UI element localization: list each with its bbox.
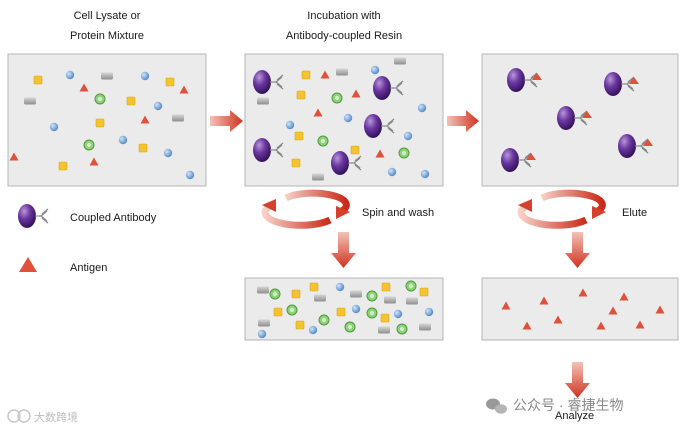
spin-wash-swirl bbox=[261, 189, 350, 229]
label-incubation-line2: Antibody-coupled Resin bbox=[285, 30, 403, 42]
arrow-down-wash bbox=[331, 232, 356, 268]
watermark-left: 大数跨境 bbox=[34, 412, 78, 424]
panel-incubation bbox=[244, 53, 444, 187]
label-elute: Elute bbox=[622, 207, 648, 219]
panel-wash-output bbox=[244, 277, 444, 341]
panel-eluate bbox=[481, 277, 679, 341]
watermark-logo-icon bbox=[7, 409, 31, 423]
label-incubation-line1: Incubation with bbox=[307, 10, 381, 22]
arrow-lysate-to-incubation bbox=[210, 110, 243, 132]
panel-bound bbox=[481, 53, 679, 187]
panel-lysate bbox=[7, 53, 207, 187]
legend-antigen-label: Antigen bbox=[70, 262, 108, 274]
arrow-incubation-to-bound bbox=[447, 110, 479, 132]
label-spin-wash: Spin and wash bbox=[362, 207, 435, 219]
legend-antibody-label: Coupled Antibody bbox=[70, 212, 157, 224]
elute-swirl bbox=[517, 189, 606, 229]
label-analyze: Analyze bbox=[555, 410, 595, 422]
watermark-right: 公众号 · 睿捷生物 bbox=[513, 397, 624, 413]
coupled-antibody-icon bbox=[17, 203, 49, 229]
antigen-icon bbox=[19, 257, 37, 272]
label-lysate-line2: Protein Mixture bbox=[70, 30, 144, 42]
wechat-icon bbox=[486, 398, 507, 414]
label-lysate-line1: Cell Lysate or bbox=[73, 10, 141, 22]
arrow-down-analyze bbox=[565, 362, 590, 398]
arrow-down-elute bbox=[565, 232, 590, 268]
